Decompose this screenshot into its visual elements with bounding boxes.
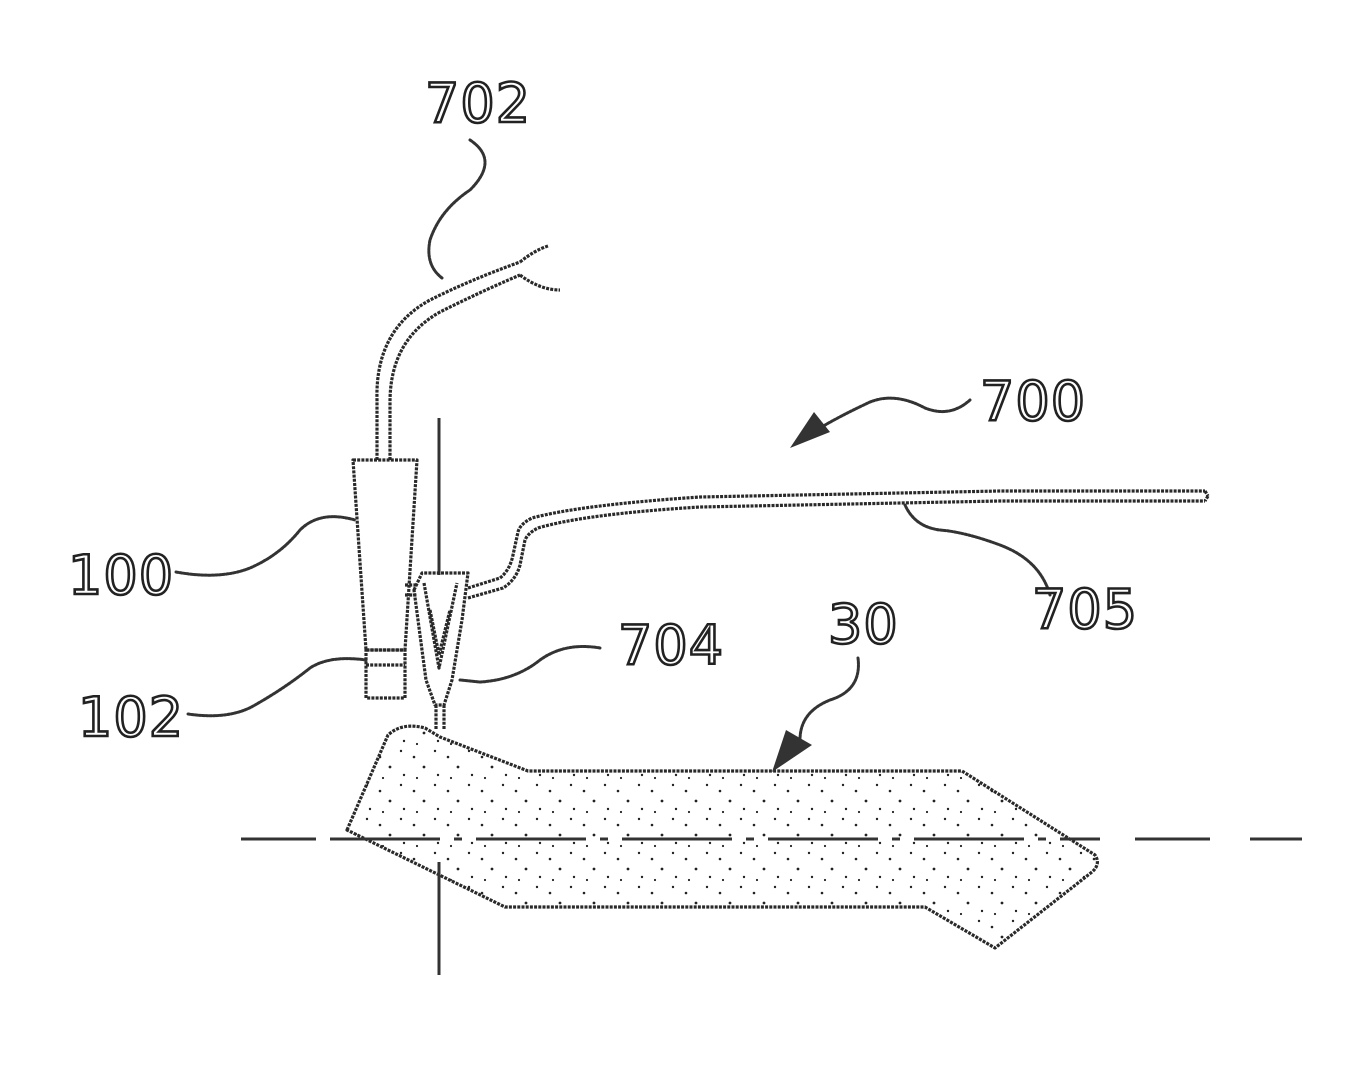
label-102: 102 bbox=[78, 686, 184, 749]
workpiece-arrow-30 bbox=[772, 658, 858, 772]
arrowhead-700-icon bbox=[790, 412, 830, 448]
label-30: 30 bbox=[828, 593, 899, 656]
nozzle-704 bbox=[405, 573, 468, 730]
leader-705 bbox=[905, 505, 1050, 595]
label-705: 705 bbox=[1032, 578, 1138, 641]
label-702: 702 bbox=[425, 72, 531, 135]
arrowhead-30-icon bbox=[772, 730, 812, 772]
device-100 bbox=[353, 460, 417, 698]
leader-100 bbox=[176, 517, 355, 576]
assembly-arrow-700 bbox=[790, 398, 970, 448]
label-100: 100 bbox=[68, 544, 174, 607]
tube-702 bbox=[377, 246, 560, 460]
leader-102 bbox=[188, 659, 366, 716]
label-700: 700 bbox=[980, 370, 1086, 433]
leader-704 bbox=[460, 647, 600, 683]
leader-702 bbox=[429, 140, 485, 278]
label-704: 704 bbox=[618, 614, 724, 677]
workpiece-body bbox=[347, 726, 1097, 948]
